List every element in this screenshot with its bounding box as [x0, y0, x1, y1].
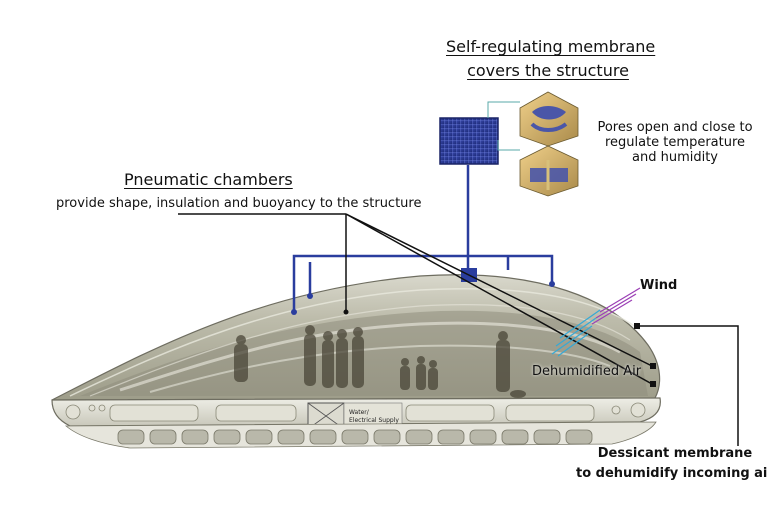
solar-panel-icon: [439, 117, 499, 165]
pod-cell: [117, 429, 145, 445]
pores-text-line1: Pores open and close to: [597, 120, 753, 135]
pod-cell: [373, 429, 401, 445]
pod-cell: [341, 429, 369, 445]
callout-dot: [650, 363, 656, 369]
dessicant-label-line1: Dessicant membrane: [597, 446, 753, 461]
pod-cell: [213, 429, 241, 445]
callout-dot: [634, 323, 640, 329]
pipe-outlet: [291, 309, 297, 315]
people-group: [234, 325, 526, 398]
crate-label-line1: Water/: [349, 409, 369, 416]
callout-lines: [178, 213, 739, 446]
chamber-rib: [119, 321, 621, 392]
callout-dot: [343, 309, 349, 315]
deck-panels: [65, 402, 646, 422]
pipe-outlet: [307, 293, 313, 299]
membrane-title-line2: covers the structure: [467, 61, 629, 80]
pod-cell: [405, 429, 433, 445]
pod-cell: [501, 429, 529, 445]
crate-label-line2: Electrical Supply: [349, 417, 399, 424]
pore-connector: [497, 140, 520, 151]
chamber-rib: [149, 344, 611, 393]
chambers-description: provide shape, insulation and buoyancy t…: [56, 196, 422, 211]
callout-dot: [650, 381, 656, 387]
dessicant-label-line2: to dehumidify incoming air: [576, 466, 768, 481]
pipe-outlet: [549, 281, 555, 287]
chamber-rib: [69, 288, 641, 397]
pod-cell: [245, 429, 273, 445]
pores-text-line3: and humidity: [632, 150, 718, 165]
dehumidified-air-label: Dehumidified Air: [532, 364, 642, 379]
pod-cell: [309, 429, 337, 445]
pod-cell: [469, 429, 497, 445]
pod-cell: [149, 429, 177, 445]
pod-cell: [533, 429, 561, 445]
pod-cell: [277, 429, 305, 445]
pore-connector: [487, 101, 520, 118]
pores-text-line2: regulate temperature: [604, 135, 746, 150]
pod-row: [117, 429, 593, 445]
pod-cell: [437, 429, 465, 445]
wind-arrows: [591, 287, 641, 325]
membrane-title-line1: Self-regulating membrane: [446, 37, 656, 56]
pod-cell: [565, 429, 593, 445]
pore-closed-icon: [519, 145, 579, 197]
pore-open-icon: [519, 91, 579, 147]
air-arrows: [551, 309, 601, 357]
wind-label: Wind: [640, 278, 678, 293]
pod-cell: [181, 429, 209, 445]
chamber-rib: [89, 304, 631, 397]
chambers-title: Pneumatic chambers: [124, 170, 293, 189]
